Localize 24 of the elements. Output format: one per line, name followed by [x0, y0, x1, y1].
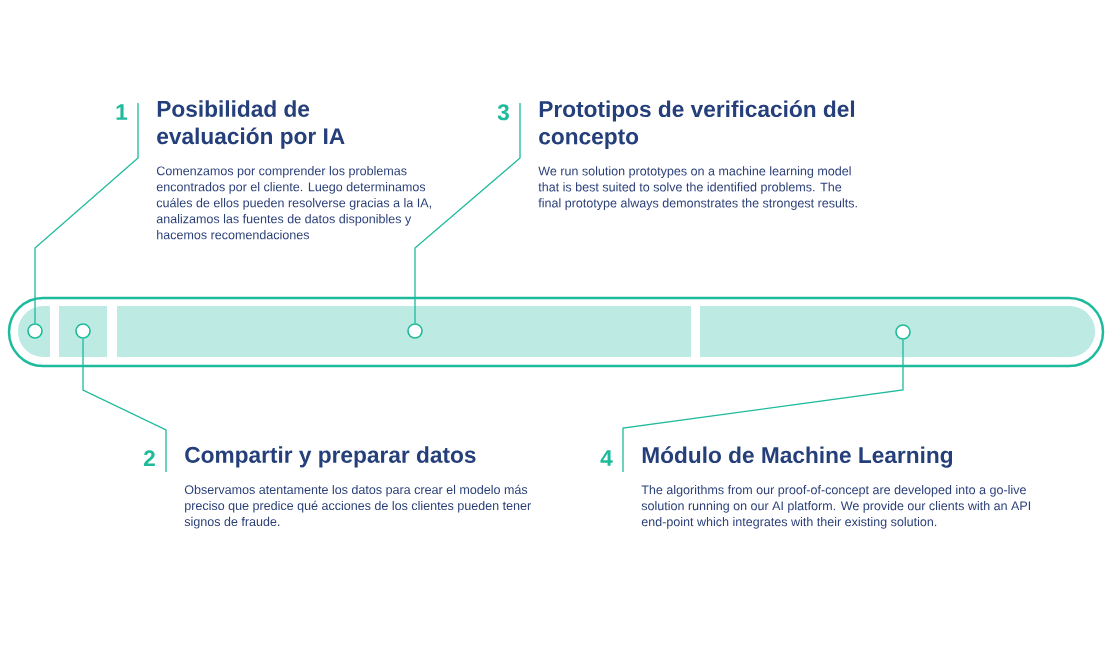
marker-circle — [895, 324, 911, 340]
bar-segment — [700, 306, 1095, 357]
step-number: 3 — [497, 104, 509, 121]
step-number: 4 — [600, 450, 613, 466]
step-description: The algorithms from our proof-of-concept are developed into a go-live solution running on our AI platform. We provide our clients with an API end-point which integrates with their existing solution. — [641, 485, 1031, 529]
step-description: We run solution prototypes on a machine learning model that is best suited to solve the identified problems. The final prototype always demonstrates the strongest results. — [538, 166, 857, 210]
step-description: Comenzamos por comprender los problemas encontrados por el cliente. Luego determinamos cuáles de ellos pueden resolverse gracias a la IA, analizamos las fuentes de datos disponibles y hacemos recomendaciones — [156, 166, 431, 240]
step-title: Compartir y preparar datos — [185, 446, 476, 468]
leader-line — [82, 338, 167, 473]
bar-segment — [117, 306, 691, 357]
bar-segment — [59, 306, 107, 357]
step-title: Prototipos de verificación del concepto — [539, 100, 855, 149]
step-title: Módulo de Machine Learning — [642, 446, 953, 468]
leader-line — [414, 102, 521, 324]
step-number: 2 — [143, 450, 155, 467]
marker-circle — [27, 323, 43, 339]
step-title: Posibilidad de evaluación por IA — [157, 100, 345, 149]
step-number: 1 — [116, 104, 128, 120]
marker-circle — [75, 323, 91, 339]
step-description: Observamos atentamente los datos para crear el modelo más preciso que predice qué acciones de los clientes pueden tener signos de fraude. — [184, 484, 531, 529]
marker-circle — [407, 323, 423, 339]
leader-line — [622, 339, 904, 473]
track-outline — [7, 296, 1105, 368]
leader-line — [34, 102, 139, 324]
